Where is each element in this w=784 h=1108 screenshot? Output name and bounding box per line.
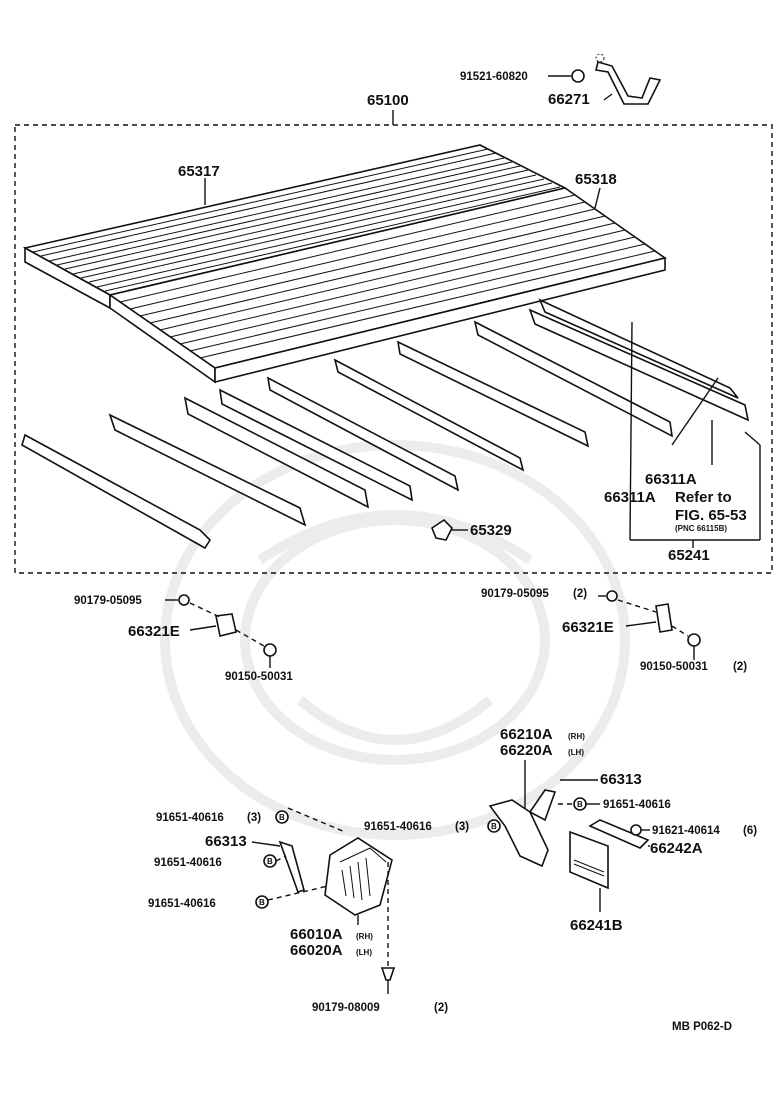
label-66311A-upper: 66311A — [645, 471, 697, 488]
label-66313-left: 66313 — [205, 833, 247, 850]
label-90179-05095-left: 90179-05095 — [74, 595, 142, 607]
qty-90179-08009: (2) — [434, 1002, 448, 1014]
bracket-66271 — [571, 53, 662, 105]
mudflap-66241B — [569, 830, 609, 890]
bracket-66210A — [488, 789, 557, 868]
bolt-91651-right-lower: B — [487, 819, 501, 833]
cross-sills — [21, 298, 750, 550]
floor-panel-65317 — [22, 144, 568, 310]
label-66321E-left: 66321E — [128, 623, 180, 640]
bolt-91651-left-2: B — [263, 854, 277, 868]
clip-65329 — [431, 518, 453, 541]
label-66271: 66271 — [548, 91, 590, 108]
label-91651-40616-left-3: 91651-40616 — [148, 898, 216, 910]
label-65329: 65329 — [470, 522, 512, 539]
bracket-66313-left — [278, 840, 305, 894]
side-66220A: (LH) — [568, 748, 584, 757]
bracket-66321E-left — [178, 594, 277, 657]
qty-90150-50031-right: (2) — [733, 661, 747, 673]
side-66020A: (LH) — [356, 948, 372, 957]
svg-text:B: B — [279, 813, 285, 822]
label-91651-40616-left-2: 91651-40616 — [154, 857, 222, 869]
assembly-frame-65100 — [14, 124, 773, 574]
label-66242A: 66242A — [650, 840, 703, 857]
bolt-91651-left-3: B — [255, 895, 269, 909]
plate-66242A — [588, 819, 650, 849]
svg-text:B: B — [577, 800, 583, 809]
label-90150-50031-left: 90150-50031 — [225, 671, 293, 683]
side-66210A: (RH) — [568, 732, 585, 741]
clip-90179-08009 — [380, 967, 396, 981]
label-65100: 65100 — [367, 92, 409, 109]
bracket-66321E-right — [606, 590, 701, 647]
qty-91651-40616-left-1: (3) — [247, 812, 261, 824]
side-66010A: (RH) — [356, 932, 373, 941]
label-65241: 65241 — [668, 547, 710, 564]
label-91651-40616-left-1: 91651-40616 — [156, 812, 224, 824]
qty-91651-40616-right-lower: (3) — [455, 821, 469, 833]
label-91521-60820: 91521-60820 — [460, 71, 528, 83]
label-90179-08009: 90179-08009 — [312, 1002, 380, 1014]
svg-text:B: B — [267, 857, 273, 866]
label-66241B: 66241B — [570, 917, 623, 934]
label-65318: 65318 — [575, 171, 617, 188]
watermark-emblem — [160, 440, 630, 840]
label-66321E-right: 66321E — [562, 619, 614, 636]
label-65317: 65317 — [178, 163, 220, 180]
svg-text:B: B — [259, 898, 265, 907]
mudguard-66010A — [324, 837, 393, 916]
floor-ribs-left — [32, 148, 561, 292]
qty-91621-40614: (6) — [743, 825, 757, 837]
label-91651-40616-right-upper: 91651-40616 — [603, 799, 671, 811]
refer-note-line2: FIG. 65-53 — [675, 507, 747, 524]
label-90150-50031-right: 90150-50031 — [640, 661, 708, 673]
label-91621-40614: 91621-40614 — [652, 825, 720, 837]
label-66020A: 66020A — [290, 942, 343, 959]
bolt-91651-left-1: B — [275, 810, 289, 824]
bolt-91651-right-upper: B — [573, 797, 587, 811]
label-91651-40616-right-lower: 91651-40616 — [364, 821, 432, 833]
qty-90179-05095-right: (2) — [573, 588, 587, 600]
svg-text:B: B — [491, 822, 497, 831]
refer-note-line3: (PNC 66115B) — [675, 524, 727, 533]
refer-note-line1: Refer to — [675, 489, 732, 506]
label-90179-05095-right: 90179-05095 — [481, 588, 549, 600]
label-66313-right: 66313 — [600, 771, 642, 788]
figure-code: MB P062-D — [672, 1021, 732, 1033]
label-66010A: 66010A — [290, 926, 343, 943]
floor-panel-65318 — [108, 187, 667, 384]
label-66210A: 66210A — [500, 726, 553, 743]
floor-ribs-right — [119, 194, 656, 359]
label-66220A: 66220A — [500, 742, 553, 759]
label-66311A-lower: 66311A — [604, 489, 656, 506]
